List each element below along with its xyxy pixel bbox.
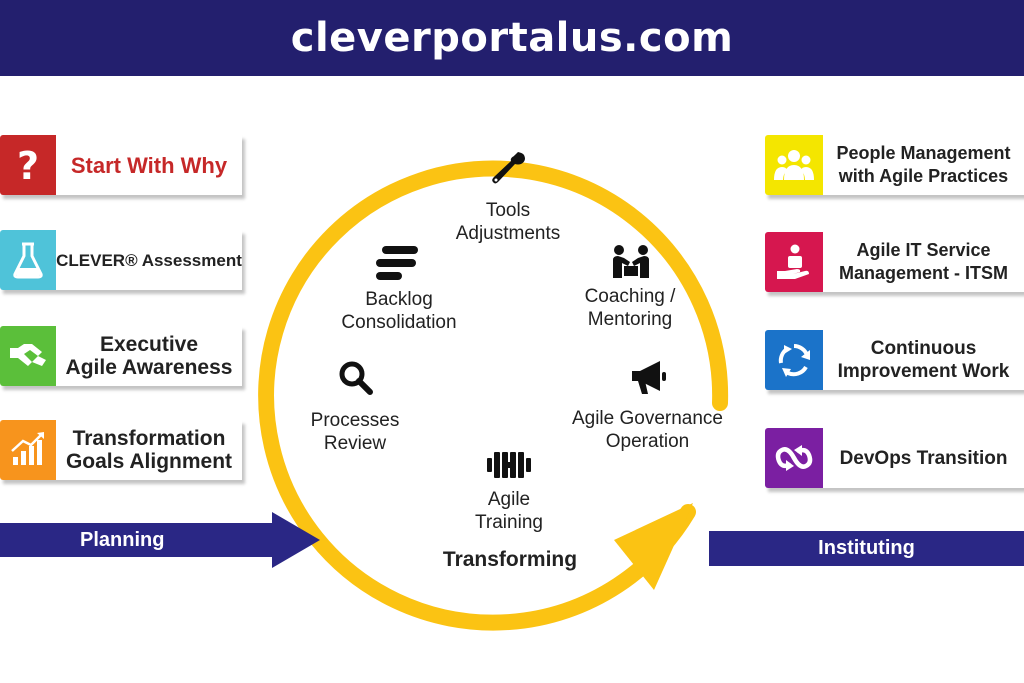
step-label-line2: Management - ITSM [838, 263, 1008, 283]
cycle-item-agile-training: Agile Training [450, 488, 568, 534]
step-label: People Management with Agile Practices [823, 142, 1024, 188]
step-label-line2: with Agile Practices [838, 166, 1009, 186]
step-people-management[interactable]: People Management with Agile Practices [765, 135, 1024, 195]
coaching-icon [613, 245, 649, 278]
step-continuous-improvement[interactable]: Continuous Improvement Work [765, 330, 1024, 390]
megaphone-icon [632, 361, 666, 394]
cycle-item-line2: Review [323, 433, 387, 454]
dumbbell-icon [487, 452, 531, 478]
svg-text:?: ? [17, 145, 39, 185]
step-label: DevOps Transition [839, 447, 1008, 469]
cycle-item-line1: Backlog [365, 289, 433, 310]
step-label-line1: Executive [99, 333, 199, 356]
step-agile-it-service-management[interactable]: Agile IT Service Management - ITSM [765, 232, 1024, 292]
step-start-with-why[interactable]: ? Start With Why [0, 135, 242, 195]
cycle-item-line1: Processes [310, 410, 400, 431]
transforming-label: Transforming [442, 548, 578, 571]
step-executive-agile-awareness[interactable]: Executive Agile Awareness [0, 326, 242, 386]
step-label-line1: Transformation [72, 427, 226, 450]
magnifier-icon [339, 361, 373, 395]
people-group-icon [765, 135, 823, 195]
planning-label: Planning [80, 528, 165, 551]
step-transformation-goals-alignment[interactable]: Transformation Goals Alignment [0, 420, 242, 480]
step-label: Continuous Improvement Work [823, 337, 1024, 383]
cycle-item-line2: Operation [605, 431, 690, 452]
step-devops-transition[interactable]: DevOps Transition [765, 428, 1024, 488]
step-label-line1: People Management [836, 143, 1011, 163]
loop-arrows-icon [765, 428, 823, 488]
step-label: CLEVER® Assessment [56, 250, 242, 270]
growth-chart-icon [0, 420, 56, 480]
cycle-item-processes-review: Processes Review [290, 409, 420, 455]
step-clever-assessment[interactable]: CLEVER® Assessment [0, 230, 242, 290]
step-label-line2: Agile Awareness [65, 356, 233, 379]
service-hand-icon [765, 232, 823, 292]
cycle-item-line2: Consolidation [341, 312, 457, 333]
cycle-item-line2: Mentoring [587, 309, 673, 330]
site-title: cleverportalus.com [290, 15, 734, 61]
cycle-item-line1: Coaching / [584, 286, 676, 307]
wrench-icon [492, 152, 525, 184]
header-banner: cleverportalus.com [0, 0, 1024, 76]
cycle-item-tools-adjustments: Tools Adjustments [428, 199, 588, 245]
cycle-arrows-icon [765, 330, 823, 390]
step-label: Start With Why [70, 152, 228, 178]
cycle-item-line1: Agile Governance [571, 408, 724, 429]
step-label: Transformation Goals Alignment [56, 427, 242, 473]
step-label-line2: Goals Alignment [65, 450, 233, 473]
step-label-line1: Agile IT Service [856, 240, 991, 260]
planning-stage-bar: Planning [0, 523, 276, 557]
cycle-item-coaching-mentoring: Coaching / Mentoring [555, 285, 705, 331]
planning-arrowhead [272, 512, 320, 568]
backlog-bars-icon [376, 246, 418, 280]
flask-icon [0, 230, 56, 290]
cycle-item-backlog-consolidation: Backlog Consolidation [324, 288, 474, 334]
handshake-icon [0, 326, 56, 386]
cycle-item-line1: Tools [485, 200, 531, 221]
step-label: Agile IT Service Management - ITSM [823, 239, 1024, 285]
cycle-arrowhead [614, 503, 693, 590]
step-label-line2: Improvement Work [837, 361, 1010, 382]
cycle-item-line2: Adjustments [455, 223, 561, 244]
question-icon: ? [0, 135, 56, 195]
step-label-line1: Continuous [870, 338, 977, 359]
cycle-item-line1: Agile [487, 489, 531, 510]
step-label: Executive Agile Awareness [56, 333, 242, 379]
cycle-item-line2: Training [475, 512, 543, 533]
instituting-stage-bar: Instituting [709, 531, 1024, 566]
cycle-item-agile-governance-operation: Agile Governance Operation [555, 407, 740, 453]
instituting-label: Instituting [818, 537, 915, 559]
